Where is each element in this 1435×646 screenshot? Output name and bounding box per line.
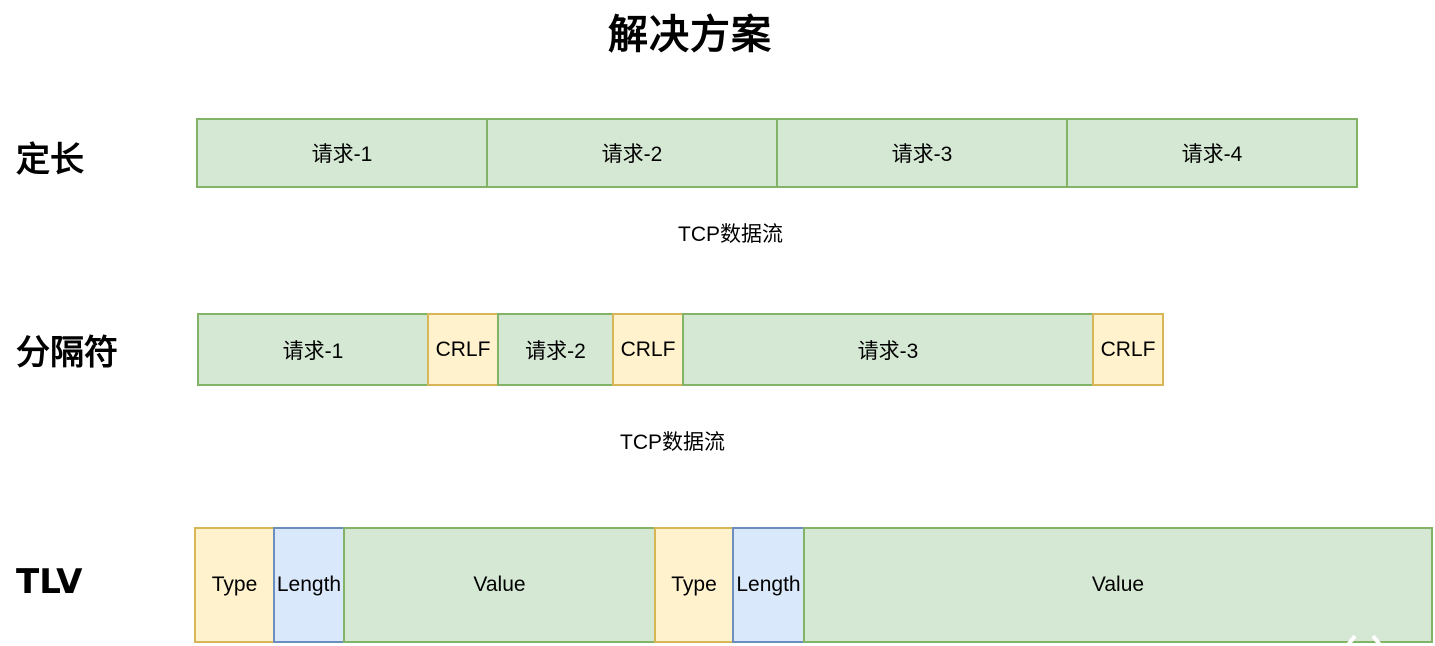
corner-decoration-icon xyxy=(1345,634,1383,646)
value-field: Value xyxy=(343,527,656,643)
row-label-tlv: TLV xyxy=(16,562,83,602)
diagram-title: 解决方案 xyxy=(608,13,772,57)
length-field: Length xyxy=(732,527,805,643)
crlf-delimiter: CRLF xyxy=(427,313,499,386)
request-2-block: 请求-2 xyxy=(486,118,778,188)
crlf-delimiter: CRLF xyxy=(1092,313,1164,386)
tcp-stream-caption-2: TCP数据流 xyxy=(620,431,725,454)
request-1-block: 请求-1 xyxy=(197,313,429,386)
request-2-block: 请求-2 xyxy=(497,313,614,386)
row-label-delimiter: 分隔符 xyxy=(16,333,118,373)
request-3-block: 请求-3 xyxy=(682,313,1094,386)
value-field: Value xyxy=(803,527,1433,643)
type-field: Type xyxy=(654,527,734,643)
crlf-delimiter: CRLF xyxy=(612,313,684,386)
length-field: Length xyxy=(273,527,345,643)
request-3-block: 请求-3 xyxy=(776,118,1068,188)
tlv-strip: Type Length Value Type Length Value xyxy=(194,527,1433,643)
type-field: Type xyxy=(194,527,275,643)
tcp-stream-caption-1: TCP数据流 xyxy=(678,223,783,246)
request-1-block: 请求-1 xyxy=(196,118,488,188)
request-4-block: 请求-4 xyxy=(1066,118,1358,188)
row-label-fixed-length: 定长 xyxy=(16,140,84,180)
fixed-length-strip: 请求-1 请求-2 请求-3 请求-4 xyxy=(196,118,1358,188)
delimiter-strip: 请求-1 CRLF 请求-2 CRLF 请求-3 CRLF xyxy=(197,313,1164,386)
